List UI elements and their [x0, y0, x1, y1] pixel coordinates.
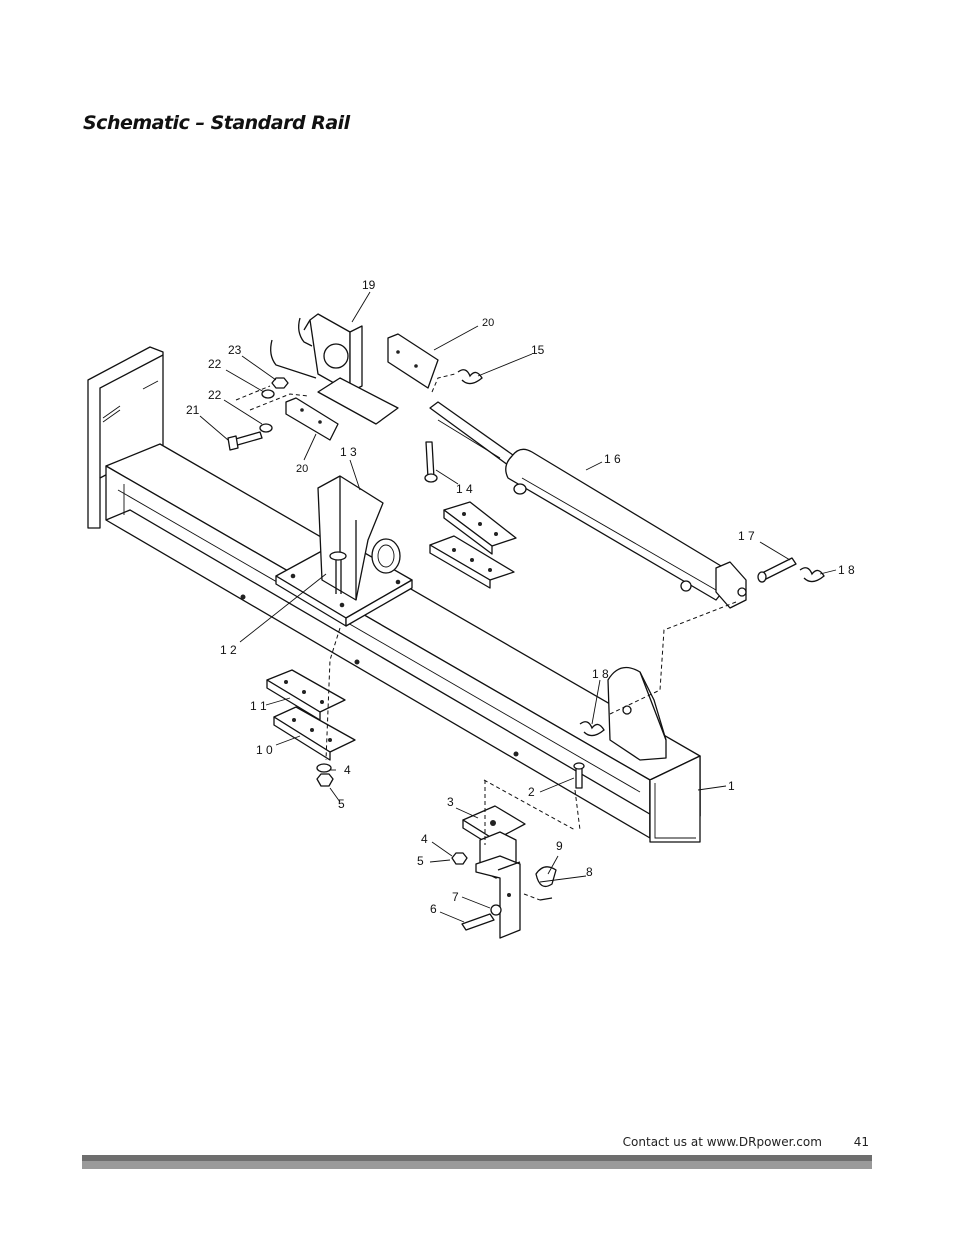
callout-17: 1 7: [738, 529, 755, 543]
callout-4-lower: 4: [344, 763, 351, 777]
rail-ear-bracket: [607, 666, 667, 761]
callout-20-lower: 20: [296, 463, 308, 475]
callout-19: 19: [362, 278, 376, 292]
main-rail: [87, 346, 701, 843]
callout-1: 1: [728, 779, 735, 793]
fasteners-21-23: [227, 377, 289, 451]
callout-18-lower: 1 8: [592, 667, 609, 681]
callout-6: 6: [430, 902, 437, 916]
callout-5-lower: 5: [338, 797, 345, 811]
callout-5-foot: 5: [417, 854, 424, 868]
callout-15: 15: [531, 343, 545, 357]
callout-16: 1 6: [604, 452, 621, 466]
callout-21: 21: [186, 403, 200, 417]
leader-lines: [199, 291, 837, 923]
hair-pin-18-lower: [579, 721, 605, 737]
callout-labels: 1 2 3 4 4 5 5 6 7 8 9 1 0 1 1 1 2 1 3 1 …: [186, 278, 855, 916]
hydraulic-cylinder: [429, 401, 747, 609]
page-number: 41: [853, 1135, 869, 1149]
callout-3: 3: [447, 795, 454, 809]
foot-assembly: [451, 762, 585, 939]
callout-22-lower: 22: [208, 388, 222, 402]
callout-11: 1 1: [250, 699, 267, 713]
callout-22-upper: 22: [208, 357, 222, 371]
callout-4-foot: 4: [421, 832, 428, 846]
callout-10: 1 0: [256, 743, 273, 757]
wedge-assembly: [275, 475, 413, 627]
callout-13: 1 3: [340, 445, 357, 459]
spacer-plates-upper: [429, 501, 517, 589]
callout-20-upper: 20: [482, 317, 494, 329]
hair-pin-18-upper: [799, 567, 825, 583]
callout-18-upper: 1 8: [838, 563, 855, 577]
footer-rule-dark: [82, 1155, 872, 1161]
callout-7: 7: [452, 890, 459, 904]
callout-23: 23: [228, 343, 242, 357]
callout-8: 8: [586, 865, 593, 879]
log-catch-assembly: [270, 313, 439, 441]
footer-rule-light: [82, 1161, 872, 1169]
alignment-dashes: [235, 373, 737, 901]
hair-pin-15: [457, 369, 483, 385]
callout-12: 1 2: [220, 643, 237, 657]
callout-14: 1 4: [456, 482, 473, 496]
page-title: Schematic – Standard Rail: [83, 112, 350, 134]
callout-9: 9: [556, 839, 563, 853]
pin-17: [757, 557, 797, 583]
footer-contact-link[interactable]: Contact us at www.DRpower.com: [622, 1135, 822, 1149]
washer-nut-lower: [316, 763, 334, 787]
page-footer: Contact us at www.DRpower.com 41: [623, 1135, 869, 1149]
callout-2: 2: [528, 785, 535, 799]
pin-14: [424, 441, 438, 483]
spacer-plates-lower: [266, 669, 356, 761]
